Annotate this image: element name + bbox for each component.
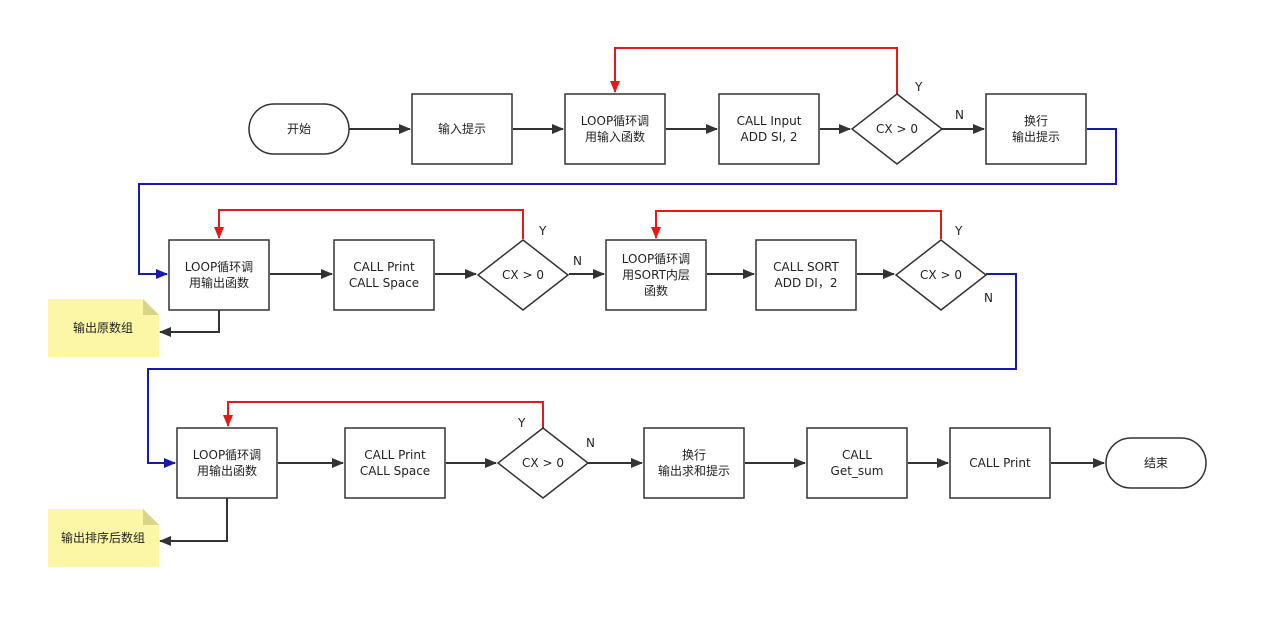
cond3-yes-label: Y bbox=[954, 224, 963, 238]
note2-fold bbox=[143, 509, 159, 525]
loop2-line-2: 用输出函数 bbox=[189, 275, 249, 290]
call-print3-line-1: CALL Print bbox=[969, 456, 1031, 470]
note1-fold bbox=[143, 299, 159, 315]
cond1-yes-label: Y bbox=[914, 80, 923, 94]
call-input-line-1: CALL Input bbox=[737, 114, 802, 128]
loop3-line-3: 函数 bbox=[644, 283, 668, 298]
loop4-line-2: 用输出函数 bbox=[197, 463, 257, 478]
cond4-label: CX > 0 bbox=[522, 456, 564, 470]
cond1-label: CX > 0 bbox=[876, 122, 918, 136]
loop2-label: LOOP循环调用输出函数 bbox=[185, 260, 253, 290]
start-terminal bbox=[248, 103, 350, 155]
edge-loop4-to-note2 bbox=[159, 498, 228, 546]
note1-shape bbox=[48, 299, 159, 357]
call-getsum-line-2: Get_sum bbox=[831, 464, 884, 478]
cond3-no-label: N bbox=[984, 291, 993, 305]
edge-row1-to-row2 bbox=[138, 128, 1117, 279]
call-getsum-label: CALL Get_sum bbox=[831, 448, 884, 478]
newline1-box bbox=[985, 93, 1087, 165]
loop1-label: LOOP循环调用输入函数 bbox=[581, 114, 649, 144]
call-sort-line-2: ADD DI，2 bbox=[775, 276, 838, 290]
call-input-box bbox=[718, 93, 820, 165]
end-terminal bbox=[1105, 437, 1207, 489]
newline1-line-2: 输出提示 bbox=[1012, 129, 1060, 144]
call-sort-box bbox=[755, 239, 857, 311]
newline2-box bbox=[643, 427, 745, 499]
edge-cond2-yes-loopback bbox=[214, 209, 524, 239]
start-line-1: 开始 bbox=[287, 122, 311, 136]
loop4-label: LOOP循环调用输出函数 bbox=[193, 448, 261, 478]
end-line-1: 结束 bbox=[1144, 456, 1168, 470]
call-print2-box bbox=[344, 427, 446, 499]
call-print1-line-1: CALL Print bbox=[353, 260, 415, 274]
cond2-line-1: CX > 0 bbox=[502, 268, 544, 282]
input-prompt-line-1: 输入提示 bbox=[438, 121, 486, 136]
note2-label: 输出排序后数组 bbox=[61, 530, 145, 545]
cond2-no-label: N bbox=[573, 254, 582, 268]
newline1-label: 换行输出提示 bbox=[1012, 114, 1060, 144]
call-print1-box bbox=[333, 239, 435, 311]
input-prompt-label: 输入提示 bbox=[438, 121, 486, 136]
loop3-line-1: LOOP循环调 bbox=[622, 252, 690, 266]
cond4-line-1: CX > 0 bbox=[522, 456, 564, 470]
newline2-label: 换行输出求和提示 bbox=[658, 448, 730, 478]
loop1-box bbox=[564, 93, 666, 165]
newline2-line-2: 输出求和提示 bbox=[658, 463, 730, 478]
loop3-label: LOOP循环调用SORT内层函数 bbox=[622, 252, 690, 298]
cond4-yes-label: Y bbox=[517, 416, 526, 430]
edge-loop2-to-note1 bbox=[159, 310, 220, 337]
loop4-box bbox=[176, 427, 278, 499]
cond2-yes-label: Y bbox=[538, 224, 547, 238]
cond3-line-1: CX > 0 bbox=[920, 268, 962, 282]
cond3-diamond bbox=[894, 239, 988, 311]
call-print2-line-1: CALL Print bbox=[364, 448, 426, 462]
cond4-diamond bbox=[496, 427, 590, 499]
loop4-line-1: LOOP循环调 bbox=[193, 448, 261, 462]
loop2-box bbox=[168, 239, 270, 311]
call-getsum-line-1: CALL bbox=[842, 448, 872, 462]
call-print3-label: CALL Print bbox=[969, 456, 1031, 470]
cond1-diamond bbox=[850, 93, 944, 165]
cond1-no-label: N bbox=[955, 108, 964, 122]
call-print2-line-2: CALL Space bbox=[360, 464, 430, 478]
loop2-line-1: LOOP循环调 bbox=[185, 260, 253, 274]
cond3-label: CX > 0 bbox=[920, 268, 962, 282]
edge-cond1-yes-loopback bbox=[610, 47, 898, 94]
note2-shape bbox=[48, 509, 159, 567]
cond2-diamond bbox=[476, 239, 570, 311]
call-print3-box bbox=[949, 427, 1051, 499]
newline1-line-1: 换行 bbox=[1024, 114, 1048, 128]
call-print1-line-2: CALL Space bbox=[349, 276, 419, 290]
call-getsum-box bbox=[806, 427, 908, 499]
cond4-no-label: N bbox=[586, 436, 595, 450]
loop1-line-2: 用输入函数 bbox=[585, 129, 645, 144]
start-label: 开始 bbox=[287, 122, 311, 136]
input-prompt-box bbox=[411, 93, 513, 165]
newline2-line-1: 换行 bbox=[682, 448, 706, 462]
end-label: 结束 bbox=[1144, 456, 1168, 470]
call-input-line-2: ADD SI, 2 bbox=[741, 130, 798, 144]
edge-row2-to-row3 bbox=[147, 273, 1017, 468]
call-sort-label: CALL SORT ADD DI，2 bbox=[773, 260, 839, 290]
cond2-label: CX > 0 bbox=[502, 268, 544, 282]
call-sort-line-1: CALL SORT bbox=[773, 260, 839, 274]
note1-label: 输出原数组 bbox=[73, 320, 133, 335]
loop3-box bbox=[605, 239, 707, 311]
loop1-line-1: LOOP循环调 bbox=[581, 114, 649, 128]
edge-cond4-yes-loopback bbox=[223, 401, 544, 428]
loop3-line-2: 用SORT内层 bbox=[622, 268, 690, 282]
edge-cond3-yes-loopback bbox=[651, 210, 942, 239]
cond1-line-1: CX > 0 bbox=[876, 122, 918, 136]
